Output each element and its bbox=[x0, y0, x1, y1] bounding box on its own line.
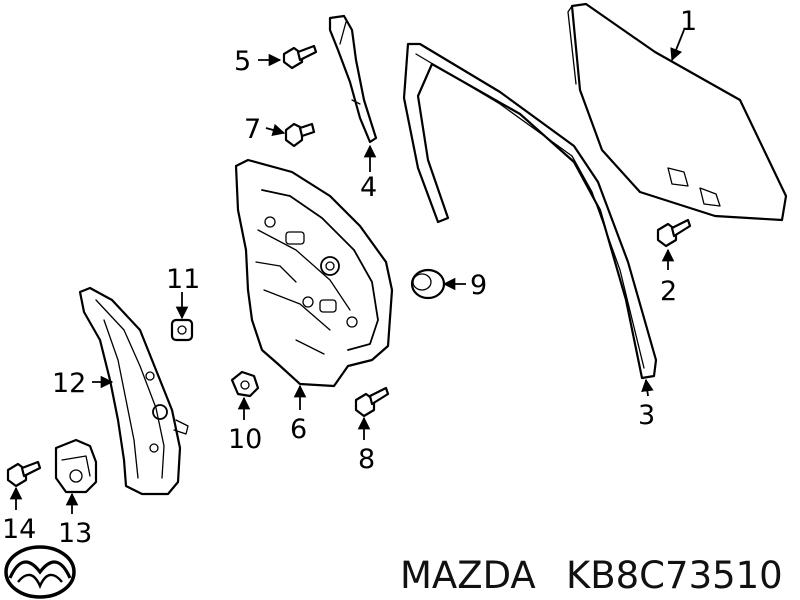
brand-name: MAZDA bbox=[400, 554, 536, 597]
front-sash-strip bbox=[328, 14, 378, 144]
callout-1: 1 bbox=[680, 6, 697, 37]
part-number: KB8C73510 bbox=[566, 554, 783, 597]
glass-run-channel bbox=[402, 42, 658, 380]
bolt-5 bbox=[282, 44, 318, 70]
clip bbox=[170, 318, 194, 342]
callout-8: 8 bbox=[358, 444, 375, 475]
callout-11: 11 bbox=[166, 264, 200, 295]
callout-5: 5 bbox=[234, 46, 251, 77]
callout-12: 12 bbox=[52, 368, 86, 399]
callout-2: 2 bbox=[660, 276, 677, 307]
mazda-logo-icon bbox=[4, 545, 76, 599]
callout-6: 6 bbox=[290, 414, 307, 445]
bolt-2 bbox=[656, 218, 692, 248]
bolt-14 bbox=[6, 460, 42, 488]
bolt-8 bbox=[354, 386, 390, 418]
regulator-rail bbox=[78, 286, 189, 496]
bolt-7 bbox=[284, 122, 316, 148]
regulator-carrier-plate bbox=[234, 158, 394, 388]
nut-10 bbox=[230, 370, 260, 398]
callout-13: 13 bbox=[58, 518, 92, 549]
callout-9: 9 bbox=[470, 270, 487, 301]
callout-7: 7 bbox=[244, 114, 261, 145]
callout-14: 14 bbox=[2, 514, 36, 545]
leader-lines bbox=[9, 29, 685, 514]
regulator-motor bbox=[54, 438, 98, 494]
door-glass bbox=[567, 2, 788, 222]
callout-10: 10 bbox=[228, 424, 262, 455]
callout-4: 4 bbox=[360, 172, 377, 203]
callout-3: 3 bbox=[638, 400, 655, 431]
grommet bbox=[410, 268, 446, 300]
